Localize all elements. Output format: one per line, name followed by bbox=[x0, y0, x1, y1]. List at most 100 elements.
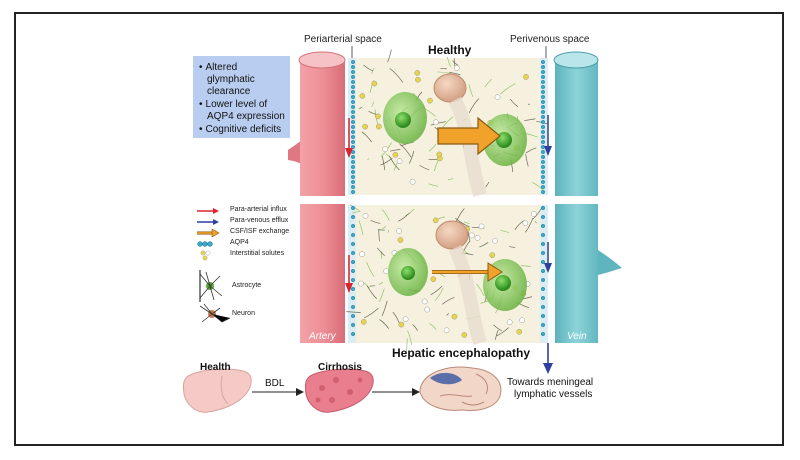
legend-astrocyte: Astrocyte bbox=[232, 282, 262, 289]
astrocyte-process bbox=[366, 261, 375, 277]
interstitial-solute bbox=[362, 212, 369, 219]
astrocyte-process bbox=[452, 60, 458, 66]
astrocyte-process bbox=[392, 311, 400, 324]
interstitial-solute bbox=[531, 211, 537, 217]
aqp4-channel bbox=[351, 232, 356, 237]
aqp4-channel bbox=[541, 79, 546, 84]
interstitial-solute bbox=[494, 94, 501, 101]
interstitial-solute bbox=[359, 93, 366, 99]
aqp4-channel bbox=[351, 250, 356, 255]
cirrhosis-label: Cirrhosis bbox=[318, 362, 362, 373]
astrocyte-process bbox=[428, 143, 437, 152]
aqp4-channel bbox=[541, 124, 546, 129]
interstitial-solute bbox=[523, 74, 529, 80]
interstitial-solute bbox=[371, 80, 378, 87]
aqp4-channel bbox=[351, 74, 356, 79]
astrocyte-process bbox=[398, 212, 410, 222]
artery-label: Artery bbox=[309, 331, 336, 342]
astrocyte-process bbox=[399, 143, 412, 158]
brain-icon bbox=[419, 366, 502, 411]
para-venous-efflux-arrows bbox=[543, 115, 553, 374]
interstitial-solute bbox=[474, 234, 481, 241]
astrocyte-process bbox=[405, 208, 415, 216]
aqp4-channel bbox=[541, 241, 546, 246]
healthy-exchange-arrow bbox=[437, 116, 501, 156]
meningeal-label-line2: lymphatic vessels bbox=[514, 389, 593, 400]
astrocyte-process bbox=[476, 283, 485, 297]
aqp4-channel bbox=[351, 69, 356, 74]
astrocyte-process bbox=[514, 220, 524, 230]
aqp4-channel bbox=[351, 169, 356, 174]
interstitial-solute bbox=[392, 151, 399, 158]
astrocyte-process bbox=[496, 327, 509, 337]
legend-aqp4: AQP4 bbox=[230, 239, 249, 246]
aqp4-channel bbox=[351, 79, 356, 84]
astrocyte-process bbox=[389, 68, 404, 83]
aqp4-channel bbox=[351, 278, 356, 283]
aqp4-channel bbox=[351, 223, 356, 228]
astrocyte-process bbox=[363, 282, 370, 289]
aqp4-channel bbox=[541, 332, 546, 337]
health-label: Health bbox=[200, 362, 231, 373]
aqp4-channel bbox=[541, 269, 546, 274]
aqp4-channel bbox=[351, 99, 356, 104]
interstitial-solute bbox=[489, 252, 496, 259]
aqp4-channel bbox=[351, 314, 356, 319]
aqp4-channel bbox=[351, 104, 356, 109]
he-exchange-arrow bbox=[432, 262, 503, 282]
astrocyte-process bbox=[389, 155, 400, 171]
interstitial-solute bbox=[396, 228, 402, 234]
astrocyte-process bbox=[434, 287, 444, 301]
aqp4-channel bbox=[541, 139, 546, 144]
astrocyte-process bbox=[446, 313, 450, 316]
bdl-arrowhead bbox=[296, 388, 304, 396]
astrocyte-process bbox=[484, 78, 492, 88]
callout-item-clearance: Altered glymphatic clearance bbox=[199, 62, 286, 98]
aqp4-channel bbox=[541, 232, 546, 237]
astrocyte-process bbox=[379, 226, 387, 232]
aqp4-channel bbox=[541, 99, 546, 104]
astrocyte-process bbox=[363, 308, 379, 319]
he-astrocyte-network bbox=[346, 203, 544, 353]
astrocyte-process bbox=[525, 153, 529, 167]
astrocyte-process bbox=[535, 221, 537, 224]
aqp4-channel bbox=[541, 144, 546, 149]
astrocyte-process bbox=[371, 101, 375, 107]
aqp4-channel bbox=[541, 305, 546, 310]
aqp4-channel bbox=[541, 287, 546, 292]
legend-para-arterial: Para-arterial influx bbox=[230, 206, 287, 213]
astrocyte-process bbox=[406, 338, 408, 353]
interstitial-solute bbox=[396, 158, 403, 165]
interstitial-solute bbox=[443, 327, 450, 334]
aqp4-channel bbox=[351, 139, 356, 144]
astrocyte-icon bbox=[199, 270, 223, 302]
aqp4-channel bbox=[351, 323, 356, 328]
interstitial-solute bbox=[397, 237, 404, 243]
astrocyte-process bbox=[468, 98, 480, 114]
aqp4-channel bbox=[541, 134, 546, 139]
astrocyte-process bbox=[428, 183, 439, 187]
interstitial-solute bbox=[402, 316, 409, 322]
astrocyte-process bbox=[500, 230, 510, 233]
aqp4-channel bbox=[541, 60, 546, 65]
interstitial-solute bbox=[382, 146, 389, 153]
interstitial-solute bbox=[427, 97, 433, 104]
interstitial-solute bbox=[519, 317, 525, 324]
astrocyte-process bbox=[371, 67, 375, 74]
aqp4-channel bbox=[351, 189, 356, 194]
aqp4-channel bbox=[541, 104, 546, 109]
aqp4-channel bbox=[541, 74, 546, 79]
progression-arrowhead bbox=[412, 388, 420, 396]
healthy-title: Healthy bbox=[428, 43, 472, 57]
astrocyte-process bbox=[479, 242, 489, 248]
astrocyte-process bbox=[429, 323, 437, 330]
astrocyte-process bbox=[381, 209, 390, 221]
astrocyte-process bbox=[468, 231, 471, 242]
aqp4-channel bbox=[541, 69, 546, 74]
aqp4-channel bbox=[541, 109, 546, 114]
aqp4-channel bbox=[541, 149, 546, 154]
he-neuron-soma bbox=[435, 220, 469, 250]
astrocyte-process bbox=[412, 324, 418, 331]
astrocyte-process bbox=[446, 57, 451, 67]
aqp4-channel bbox=[351, 332, 356, 337]
